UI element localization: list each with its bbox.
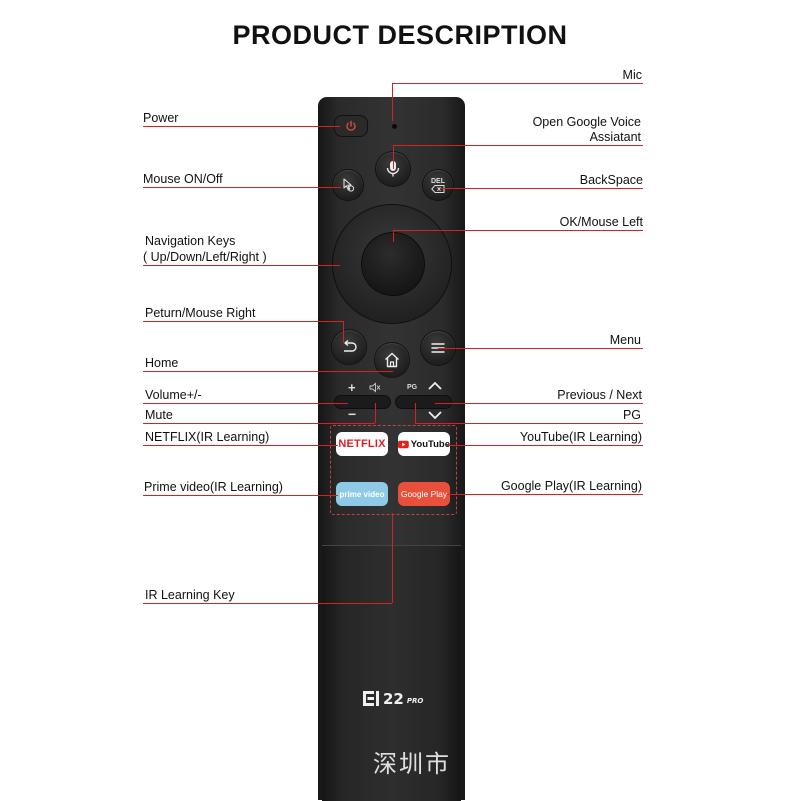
label-ok: OK/Mouse Left	[559, 215, 643, 229]
leader-ok-v	[393, 230, 394, 242]
leader-navigation	[143, 265, 340, 266]
label-power: Power	[143, 111, 179, 125]
brand-logo-icon	[363, 691, 379, 706]
brand-mark: 22 PRO	[362, 690, 423, 707]
home-icon	[385, 352, 399, 368]
leader-voice-h	[393, 145, 643, 146]
mouse-cursor-icon	[343, 178, 355, 192]
leader-mute-h	[143, 423, 375, 424]
leader-menu	[438, 348, 643, 349]
leader-pg-v	[415, 403, 416, 423]
label-mouse: Mouse ON/Off	[143, 172, 223, 186]
brand-pro: PRO	[406, 697, 424, 705]
mute-icon	[369, 382, 381, 393]
leader-pg-h	[415, 423, 643, 424]
leader-mouse	[143, 187, 341, 188]
page-title: PRODUCT DESCRIPTION	[232, 20, 568, 50]
label-voice-2: Assiatant	[589, 130, 641, 144]
pg-text: PG	[407, 384, 418, 391]
leader-return-h	[143, 321, 343, 322]
leader-netflix	[143, 445, 338, 446]
leader-ok-h	[393, 230, 643, 231]
ok-button[interactable]	[362, 233, 424, 295]
power-icon	[346, 120, 356, 131]
label-volume: Volume+/-	[145, 388, 202, 402]
leader-mic-v	[392, 83, 393, 121]
leader-google-play	[447, 494, 643, 495]
label-navigation-1: Navigation Keys	[145, 234, 236, 248]
netflix-button[interactable]: NETFLIX	[336, 432, 388, 456]
leader-youtube	[447, 445, 643, 446]
label-prev-next: Previous / Next	[557, 388, 642, 402]
prime-video-button[interactable]: prime video	[336, 482, 388, 506]
leader-power	[143, 126, 340, 127]
chevron-up-icon	[428, 381, 442, 390]
label-mute: Mute	[145, 408, 173, 422]
netflix-text: NETFLIX	[338, 438, 386, 450]
leader-ir-v	[392, 513, 393, 603]
label-pg: PG	[622, 408, 641, 422]
watermark-text: 深圳市	[373, 750, 451, 778]
brand-number: 22	[383, 690, 404, 708]
backspace-icon	[431, 184, 445, 193]
label-voice-1: Open Google Voice	[532, 115, 641, 129]
return-button[interactable]	[332, 330, 366, 364]
label-mic: Mic	[622, 68, 642, 82]
volume-plus-text: +	[348, 380, 356, 395]
youtube-button[interactable]: YouTube	[398, 432, 450, 456]
page-rocker[interactable]	[396, 396, 451, 408]
leader-voice-v	[393, 145, 394, 169]
leader-backspace	[440, 188, 643, 189]
leader-home	[143, 371, 393, 372]
return-arrow-icon	[344, 339, 357, 352]
label-menu: Menu	[609, 333, 641, 347]
volume-minus-text: −	[348, 406, 357, 422]
mic-hole	[392, 124, 397, 129]
label-prime: Prime video(IR Learning)	[144, 480, 283, 494]
label-ir: IR Learning Key	[145, 588, 235, 602]
youtube-text: YouTube	[410, 438, 450, 450]
youtube-play-icon	[398, 440, 409, 448]
label-navigation-2: ( Up/Down/Left/Right )	[143, 250, 267, 264]
backspace-button[interactable]: DEL	[423, 170, 453, 200]
leader-volume	[143, 403, 348, 404]
ir-learning-zone	[330, 425, 457, 515]
chevron-down-icon	[428, 411, 442, 420]
google-play-text: Google Play	[400, 489, 448, 499]
leader-mute-v	[375, 403, 376, 423]
leader-return-v	[343, 321, 344, 343]
label-return: Peturn/Mouse Right	[145, 306, 256, 320]
leader-ir-h	[143, 603, 392, 604]
label-youtube: YouTube(IR Learning)	[519, 430, 642, 444]
leader-prime	[143, 495, 338, 496]
mouse-button[interactable]	[333, 170, 363, 200]
google-play-button[interactable]: Google Play	[398, 482, 450, 506]
label-backspace: BackSpace	[579, 173, 643, 187]
leader-mic-h	[392, 83, 643, 84]
label-google-play: Google Play(IR Learning)	[500, 479, 642, 493]
prime-video-text: prime video	[339, 489, 385, 499]
remote-lower-body	[322, 545, 461, 801]
leader-prev-next	[435, 403, 643, 404]
label-home: Home	[145, 356, 179, 370]
power-button[interactable]	[335, 116, 367, 136]
volume-rocker[interactable]	[335, 396, 390, 408]
label-netflix: NETFLIX(IR Learning)	[145, 430, 270, 444]
del-text: DEL	[431, 177, 445, 185]
